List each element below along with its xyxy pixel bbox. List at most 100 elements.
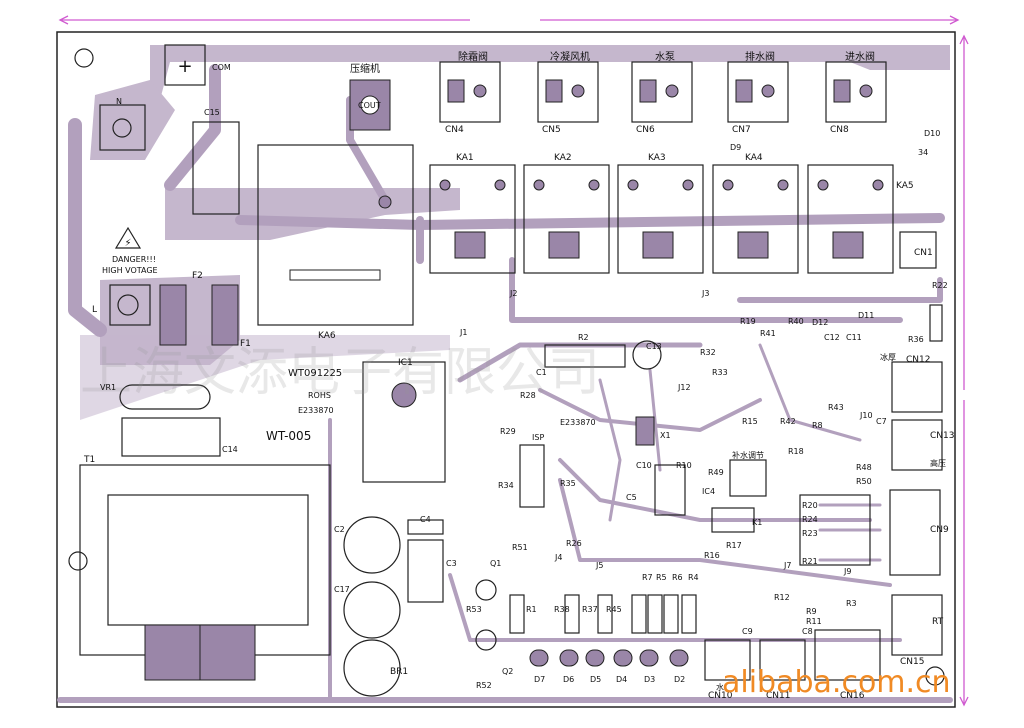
label-R37: R37 xyxy=(582,605,598,614)
label-J7: J7 xyxy=(783,561,791,570)
label-F1: F1 xyxy=(240,339,251,349)
label-R20: R20 xyxy=(802,501,818,510)
label-C9: C9 xyxy=(742,627,753,636)
label-J5: J5 xyxy=(595,561,603,570)
label-R34: R34 xyxy=(498,481,514,490)
label-R7: R7 xyxy=(642,573,653,582)
label-R24: R24 xyxy=(802,515,818,524)
label-C12: C12 xyxy=(824,333,840,342)
output-labels: 除霜阀 冷凝风机 水泵 排水阀 进水阀 压缩机 xyxy=(350,50,875,75)
label-R48: R48 xyxy=(856,463,872,472)
label-D9: D9 xyxy=(730,143,741,152)
label-J4: J4 xyxy=(554,553,562,562)
label-R50: R50 xyxy=(856,477,872,486)
label-IC4: IC4 xyxy=(702,487,715,496)
rohs-text: ROHS xyxy=(308,391,331,400)
label-CN13: CN13 xyxy=(930,431,954,441)
label-34: 34 xyxy=(918,148,928,157)
label-N: N xyxy=(116,97,122,106)
label-K1: K1 xyxy=(752,518,762,527)
label-R5: R5 xyxy=(656,573,667,582)
label-KA2: KA2 xyxy=(554,153,572,163)
label-J3: J3 xyxy=(701,289,709,298)
label-R41: R41 xyxy=(760,329,776,338)
label-IC1: IC1 xyxy=(398,358,413,368)
label-R6: R6 xyxy=(672,573,683,582)
label-BR1: BR1 xyxy=(390,667,408,677)
label-R42: R42 xyxy=(780,417,796,426)
label-C1: C1 xyxy=(536,368,547,377)
relay-KA2 xyxy=(523,164,610,274)
top-output-connectors xyxy=(439,61,887,123)
label-J12: J12 xyxy=(677,383,691,392)
label-high-pressure: 高压 xyxy=(930,458,946,468)
label-CN16: CN16 xyxy=(840,691,865,701)
label-R18: R18 xyxy=(788,447,804,456)
label-R40: R40 xyxy=(788,317,804,326)
label-J9: J9 xyxy=(843,567,851,576)
misc-labels: 冰厚 高压 补水调节 RT 34 水 xyxy=(716,148,946,692)
label-R10: R10 xyxy=(676,461,692,470)
label-CN5: CN5 xyxy=(542,125,561,135)
label-R21: R21 xyxy=(802,557,818,566)
label-D7: D7 xyxy=(534,675,545,684)
label-R51: R51 xyxy=(512,543,528,552)
label-D11: D11 xyxy=(858,311,874,320)
label-CN1: CN1 xyxy=(914,248,933,258)
label-R52: R52 xyxy=(476,681,492,690)
label-D5: D5 xyxy=(590,675,601,684)
label-Q1: Q1 xyxy=(490,559,501,568)
label-condenser-fan: 冷凝风机 xyxy=(550,50,590,63)
label-X1: X1 xyxy=(660,431,671,440)
label-D3: D3 xyxy=(644,675,655,684)
label-COUT: COUT xyxy=(358,101,381,110)
relay-labels: KA1 KA2 KA3 KA4 KA5 KA6 xyxy=(318,153,914,341)
label-R23: R23 xyxy=(802,529,818,538)
connector-CN8 xyxy=(825,61,887,123)
label-R19: R19 xyxy=(740,317,756,326)
connector-labels: CN4 CN5 CN6 CN7 CN8 CN10 CN11 CN12 CN13 … xyxy=(445,125,954,701)
label-mcu-ul: E233870 xyxy=(560,418,596,427)
label-C11: C11 xyxy=(846,333,862,342)
svg-text:+: + xyxy=(177,56,192,77)
label-water-pump: 水泵 xyxy=(655,51,675,63)
label-C14: C14 xyxy=(222,445,238,454)
label-R49: R49 xyxy=(708,468,724,477)
label-R38: R38 xyxy=(554,605,570,614)
label-R45: R45 xyxy=(606,605,622,614)
label-Q2: Q2 xyxy=(502,667,513,676)
label-compressor: 压缩机 xyxy=(350,62,380,75)
label-R22: R22 xyxy=(932,281,948,290)
label-R2: R2 xyxy=(578,333,589,342)
transistor-labels: Q1 Q2 xyxy=(490,559,513,676)
label-KA3: KA3 xyxy=(648,153,666,163)
label-drain-valve: 排水阀 xyxy=(745,50,775,63)
label-R29: R29 xyxy=(500,427,516,436)
resistor-labels: R1 R2 R3 R4 R5 R6 R7 R8 R9 R10 R11 R12 R… xyxy=(466,281,948,690)
label-D12: D12 xyxy=(812,318,828,327)
label-R17: R17 xyxy=(726,541,742,550)
label-R35: R35 xyxy=(560,479,576,488)
relay-KA4 xyxy=(712,164,799,274)
label-R32: R32 xyxy=(700,348,716,357)
label-R33: R33 xyxy=(712,368,728,377)
label-COM: COM xyxy=(212,63,231,72)
label-T1: T1 xyxy=(83,455,95,465)
label-CN7: CN7 xyxy=(732,125,751,135)
label-CN9: CN9 xyxy=(930,525,949,535)
label-C15: C15 xyxy=(204,108,220,117)
label-water: 水 xyxy=(716,682,724,692)
label-ice-thickness: 冰厚 xyxy=(880,352,896,362)
label-C7: C7 xyxy=(876,417,887,426)
label-R8: R8 xyxy=(812,421,823,430)
jumper-labels: J1 J2 J3 J4 J5 J7 J9 J10 J12 xyxy=(459,289,873,576)
label-C2: C2 xyxy=(334,525,345,534)
connector-CN6 xyxy=(631,61,693,123)
label-D6: D6 xyxy=(563,675,574,684)
label-R1: R1 xyxy=(526,605,537,614)
model-name: WT-005 xyxy=(266,429,311,443)
label-CN10: CN10 xyxy=(708,691,733,701)
label-defrost-valve: 除霜阀 xyxy=(458,50,488,63)
label-J1: J1 xyxy=(459,328,467,337)
